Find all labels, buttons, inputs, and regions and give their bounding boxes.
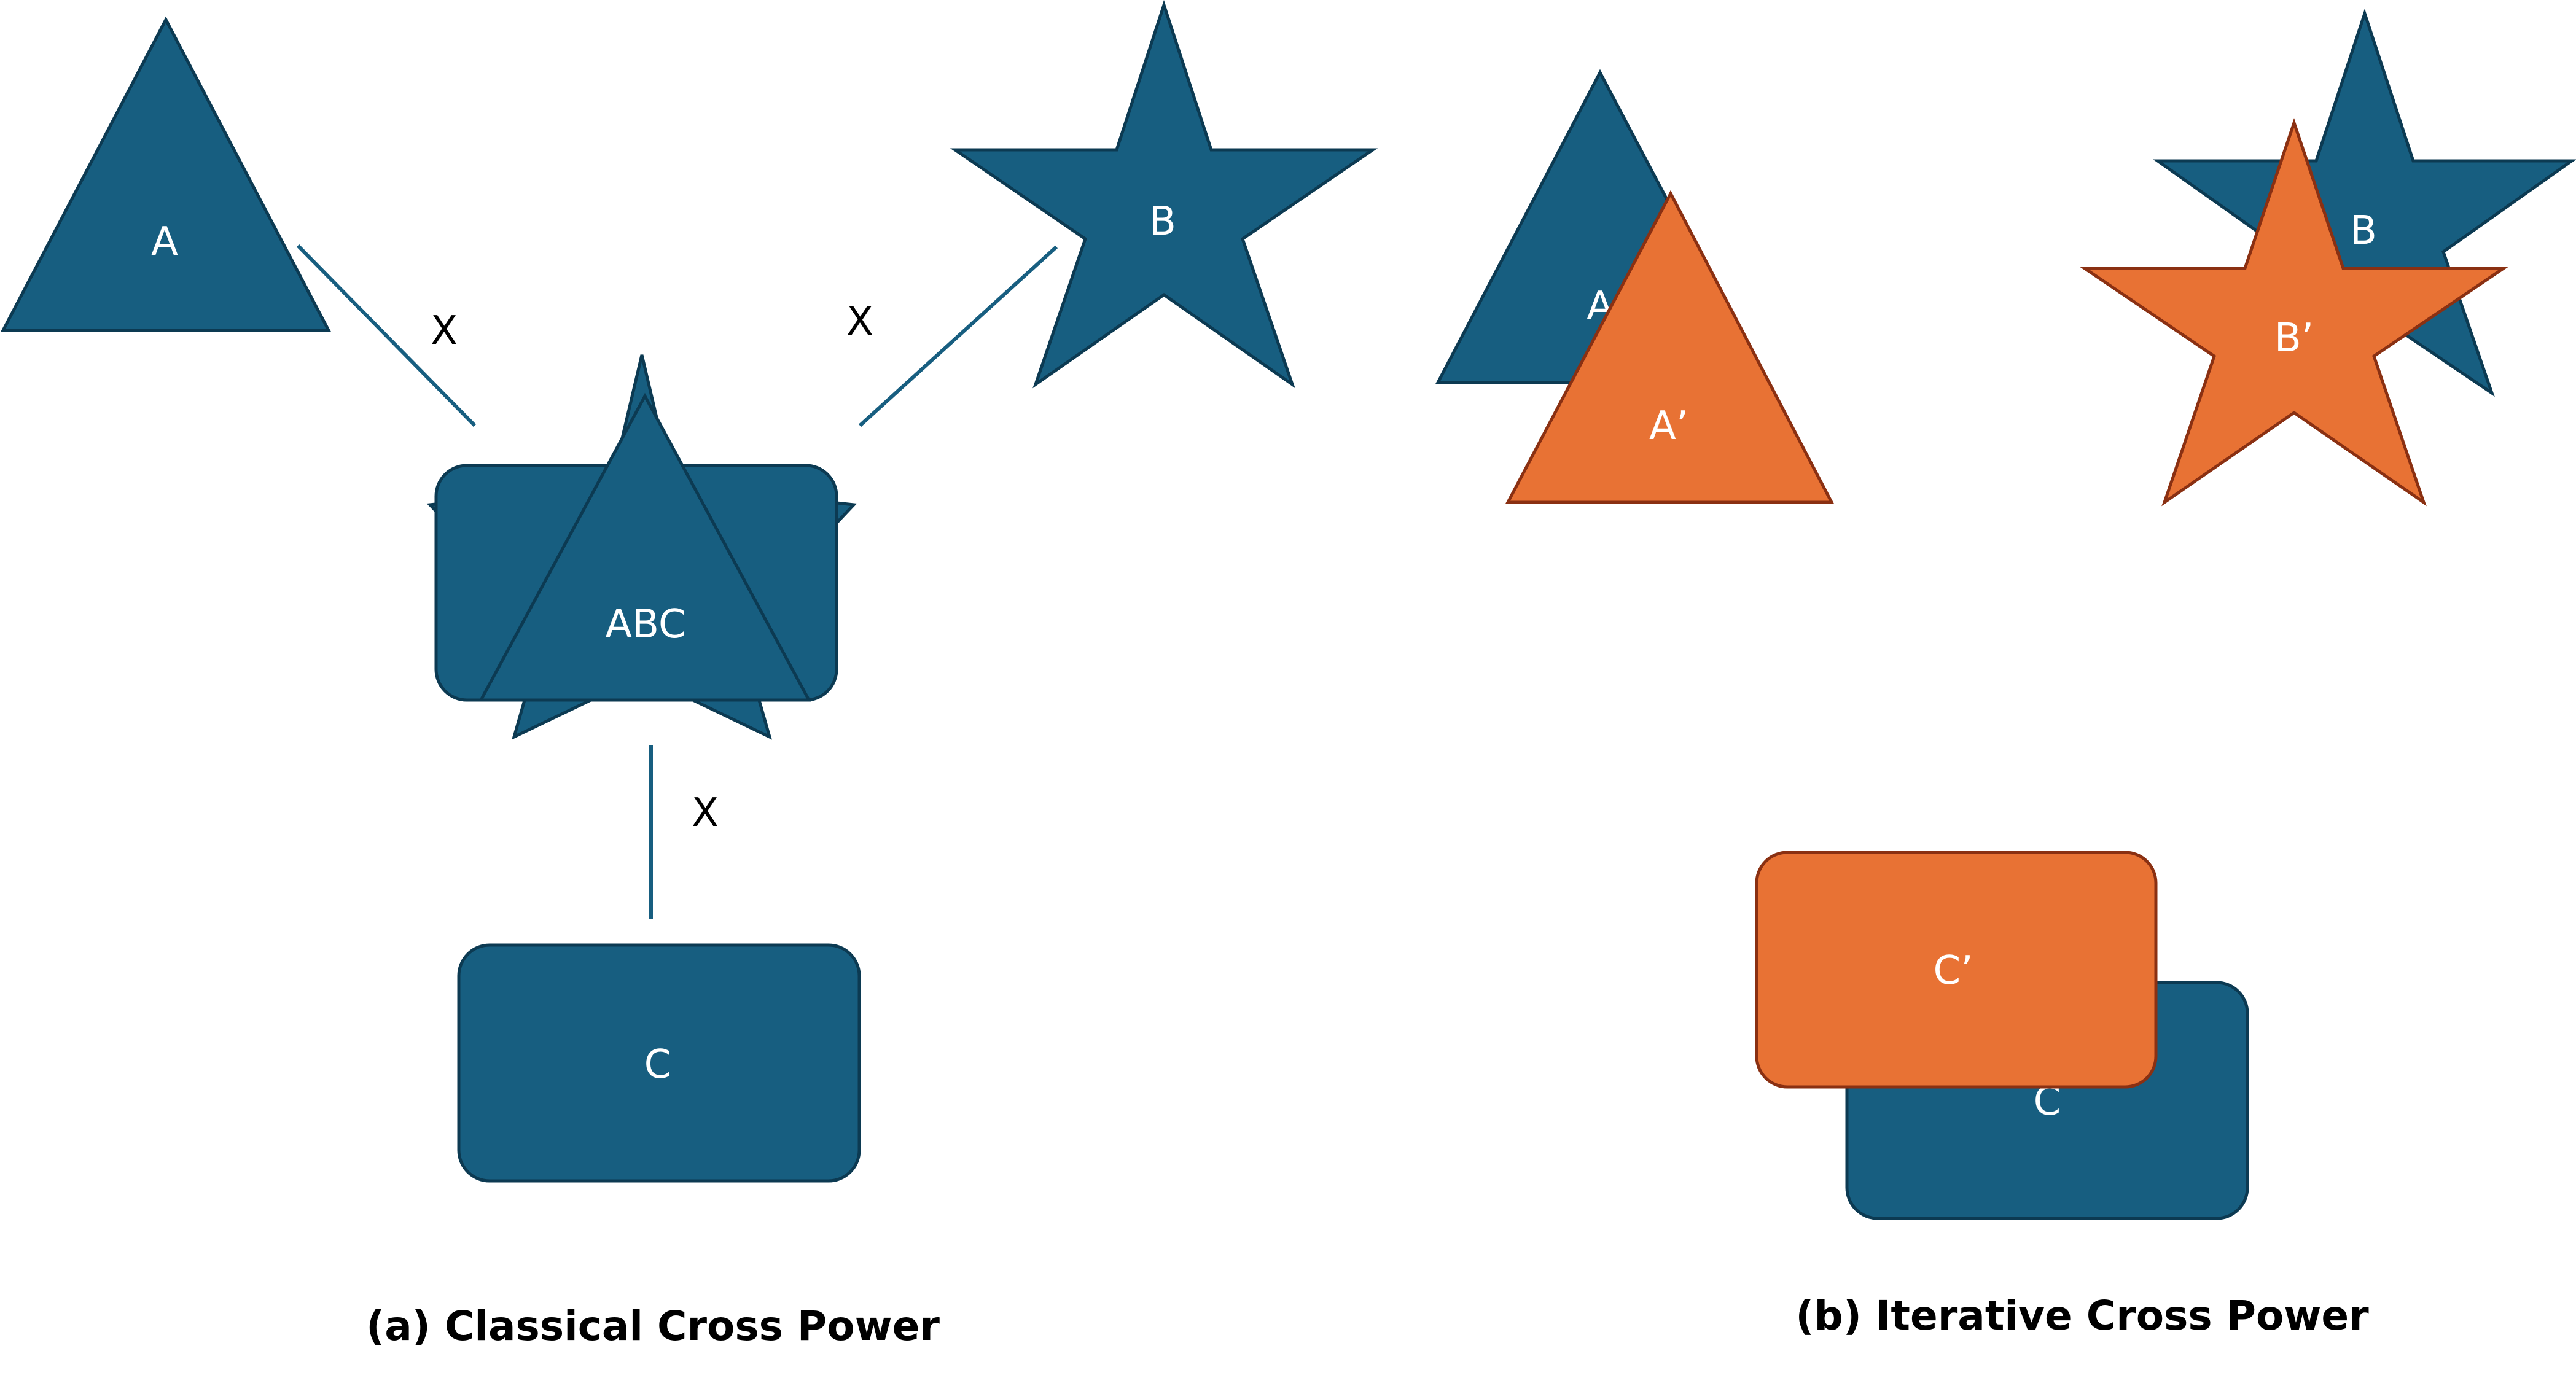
shape-b-prime-star: B’ [2079,118,2509,507]
star-shape [950,0,1378,389]
shape-a-triangle: A [0,16,332,332]
shape-c-label: C [644,1042,672,1088]
shape-a-prime-triangle: A’ [1505,190,1835,504]
shape-b-label: B [2350,208,2377,254]
shape-c-prime-label: C’ [1933,948,1973,994]
panel-b-iterative: A A’ B B’ C C’ (b) Iterative Cross Power [1435,9,2576,1339]
combined-triangle-shape [478,392,812,702]
shape-b-prime-label: B’ [2274,316,2314,361]
shape-b-star: B [950,0,1378,389]
caption-a: (a) Classical Cross Power [366,1302,940,1350]
connector-b-to-abc [858,245,1058,427]
shape-b-star-original: B [2153,9,2576,397]
operator-c-label: X [692,790,719,836]
combined-abc-label: ABC [605,602,685,647]
combined-abc: ABC [426,354,857,740]
rect-shape [457,943,861,1183]
operator-b-label: X [846,299,873,345]
shape-b-label: B [1149,199,1176,244]
shape-c-prime-rectangle: C’ [1755,851,2158,1089]
shape-a-prime-label: A’ [1649,403,1688,449]
shape-a-label: A [151,219,178,265]
triangle-prime-shape [1505,190,1835,504]
panel-a-classical: A B X X X ABC C (a) Classical Cross Powe… [0,0,1378,1350]
shape-c-rectangle: C [457,943,861,1183]
caption-b: (b) Iterative Cross Power [1795,1292,2369,1339]
operator-a-label: X [431,308,458,354]
triangle-shape [0,16,332,332]
star-prime-shape [2079,118,2509,507]
rect-prime-shape [1755,851,2158,1089]
connector-a-to-abc [296,244,477,427]
